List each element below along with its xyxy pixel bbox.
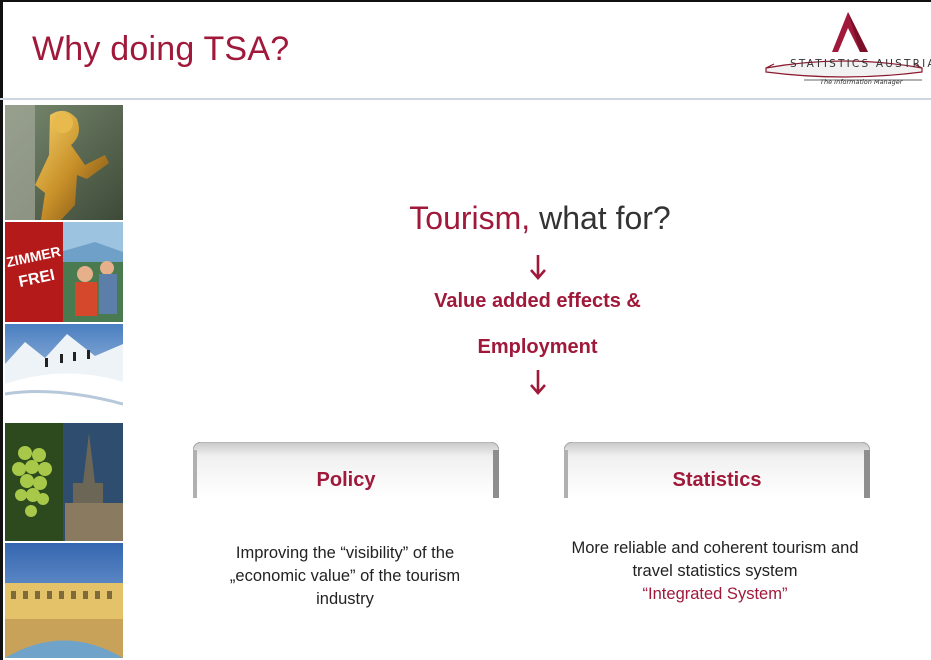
logo-subtitle: The Information Manager (820, 78, 903, 86)
frame-top-border (0, 0, 931, 2)
title-divider (0, 98, 931, 100)
grapes-cathedral-photo (5, 423, 123, 541)
policy-label: Policy (316, 469, 376, 491)
statistics-desc-line-2: travel statistics system (632, 562, 798, 580)
policy-desc-line-1: Improving the “visibility” of the (235, 544, 455, 562)
ski-tour-photo (5, 324, 123, 421)
palace-photo (5, 543, 123, 658)
employment-text: Employment (477, 336, 598, 358)
main-heading: Tourism, what for? (330, 200, 750, 237)
golden-statue-photo (5, 105, 123, 220)
down-arrow-icon-2 (528, 368, 548, 396)
value-added-text: Value added effects & (434, 290, 641, 312)
policy-tab: Policy (193, 442, 499, 498)
heading-accent: Tourism, (409, 200, 531, 236)
frame-left-border (0, 0, 3, 660)
statistics-desc-line-1: More reliable and coherent tourism and (571, 539, 859, 557)
policy-desc-line-2: „economic value” of the tourism (229, 567, 461, 585)
statistics-austria-logo: STATISTICS AUSTRIA The Information Manag… (764, 8, 931, 94)
statistics-description: More reliable and coherent tourism and t… (525, 537, 905, 606)
photo-strip: ZIMMER FREI (5, 105, 123, 658)
statistics-label: Statistics (672, 469, 762, 491)
heading-rest: what for? (530, 200, 671, 236)
zimmer-frei-sign-photo: ZIMMER FREI (5, 222, 123, 322)
logo-text: STATISTICS AUSTRIA (790, 58, 931, 70)
policy-description: Improving the “visibility” of the „econo… (180, 542, 510, 611)
statistics-tab: Statistics (564, 442, 870, 498)
down-arrow-icon (528, 253, 548, 281)
slide-title: Why doing TSA? (32, 30, 290, 68)
integrated-system-text: “Integrated System” (642, 585, 788, 603)
logo-triangle-icon (765, 12, 923, 81)
policy-desc-line-3: industry (316, 590, 374, 608)
